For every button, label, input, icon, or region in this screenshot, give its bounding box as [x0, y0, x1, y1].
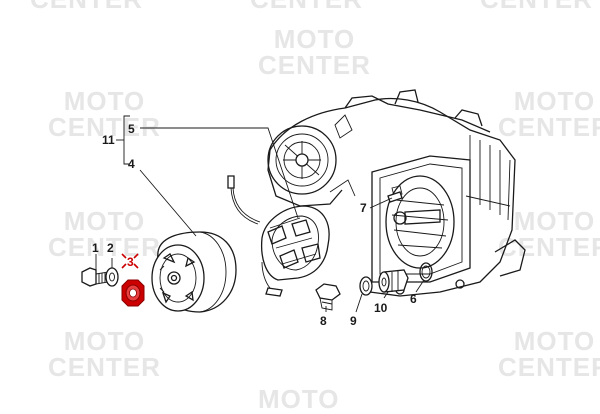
stator-plate: [227, 175, 330, 297]
bolt-part: [81, 267, 109, 287]
callout-4: 4: [128, 157, 135, 171]
callout-3: 3: [127, 255, 134, 269]
leader-lines: [95, 115, 425, 313]
flywheel-rotor: [151, 231, 237, 313]
callout-7: 7: [360, 201, 367, 215]
callout-5: 5: [128, 122, 135, 136]
nut-part-highlighted: [121, 279, 145, 307]
red-target-marker-icon: [121, 253, 139, 269]
callout-9: 9: [350, 314, 357, 328]
callout-2: 2: [107, 241, 114, 255]
callout-6: 6: [410, 292, 417, 306]
ring-part: [419, 262, 433, 282]
washer-part: [105, 267, 119, 287]
callout-1: 1: [92, 241, 99, 255]
callout-labels: 11 5 4 1 2 3 8 9 10 6 7: [92, 122, 417, 328]
callout-10: 10: [374, 301, 388, 315]
o-ring-part: [359, 276, 373, 296]
exploded-parts-diagram: 11 5 4 1 2 3 8 9 10 6 7: [81, 89, 526, 328]
callout-11: 11: [102, 133, 115, 147]
callout-8: 8: [320, 314, 327, 328]
bush-part: [378, 269, 409, 293]
key-part: [387, 191, 403, 203]
screw-part: [315, 283, 341, 311]
